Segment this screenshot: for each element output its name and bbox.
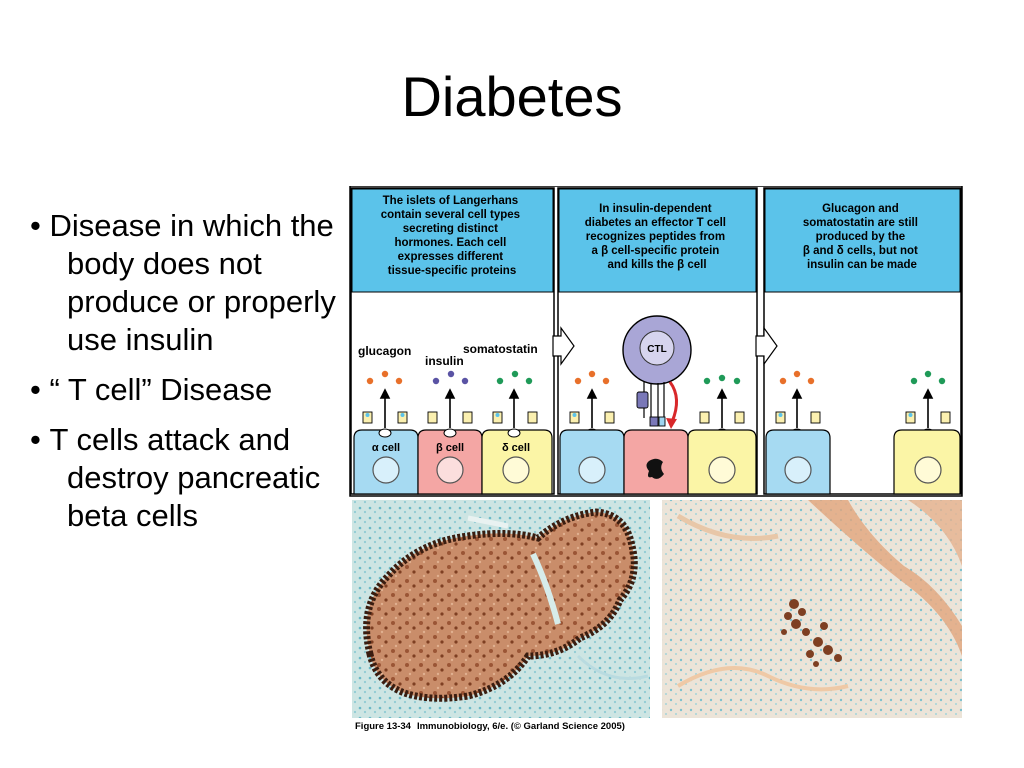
panel-2-header	[558, 188, 757, 293]
slide-title: Diabetes	[401, 65, 623, 128]
nucleus	[914, 456, 942, 484]
caption-number: Figure 13-34	[355, 721, 411, 732]
bullet-list: • Disease in which the body does not pro…	[30, 207, 348, 547]
ctl-nucleus	[639, 330, 675, 366]
beta-cell-label: β cell	[436, 442, 464, 454]
chevron-right-icon	[755, 326, 778, 366]
nucleus	[578, 456, 606, 484]
insulin-dots	[432, 370, 469, 385]
chevron-right-icon	[552, 326, 575, 366]
bullet-text: Disease in which the body does not produ…	[49, 208, 336, 357]
tissue-fiber	[676, 666, 849, 692]
nucleus	[784, 456, 812, 484]
somatostatin-dots	[496, 370, 533, 385]
fragmented-nucleus	[646, 458, 664, 479]
tissue-fiber	[676, 513, 779, 541]
somatostatin-dots	[910, 370, 946, 385]
orange-stain-band	[908, 500, 962, 566]
tcr-receptor	[636, 391, 649, 409]
secretion-arrows	[379, 388, 934, 428]
glucagon-label: glucagon	[358, 344, 411, 358]
somatostatin-dots	[703, 374, 741, 385]
figure-caption: Figure 13-34 Immunobiology, 6/e. (© Garla…	[355, 721, 625, 732]
tcr-stalks	[643, 382, 665, 418]
panel-2-text: In insulin-dependent diabetes an effecto…	[585, 203, 729, 271]
panel-1-text: The islets of Langerhans contain several…	[381, 195, 524, 277]
diabetes-figure: The islets of Langerhans contain several…	[348, 186, 964, 736]
bullet-item: • Disease in which the body does not pro…	[30, 208, 336, 357]
surface-receptors	[362, 411, 951, 424]
glucagon-dots	[366, 370, 403, 385]
mhc-peptide	[649, 416, 659, 427]
bullet-text: T cells attack and destroy pancreatic be…	[49, 422, 321, 533]
bullet-item: • T cells attack and destroy pancreatic …	[30, 422, 321, 533]
glucagon-dots	[574, 370, 610, 385]
mhc-peptide	[658, 416, 666, 427]
panel-3-text: Glucagon and somatostatin are still prod…	[803, 203, 921, 271]
micrograph-background	[662, 500, 962, 718]
islet-tissue	[363, 508, 638, 702]
somatostatin-label: somatostatin	[463, 342, 538, 356]
nucleus	[708, 456, 736, 484]
bullet-text: “ T cell” Disease	[49, 372, 273, 407]
kill-arrowhead	[666, 418, 677, 429]
ctl-label: CTL	[647, 344, 666, 355]
delta-cell-label: δ cell	[502, 442, 530, 454]
tissue-gap	[530, 552, 561, 625]
panel-1-header	[351, 188, 554, 293]
tissue-fiber	[576, 654, 649, 680]
panel-3-header	[764, 188, 961, 293]
figure-svg: The islets of Langerhans contain several…	[349, 186, 963, 718]
kill-arrow-icon	[668, 381, 678, 423]
alpha-cell-label: α cell	[372, 442, 400, 454]
tissue-fiber	[467, 515, 509, 529]
receptor-dots	[365, 413, 913, 417]
micrograph-healthy-islet	[352, 500, 650, 718]
nuclei	[372, 456, 530, 484]
caption-text: Immunobiology, 6/e. (© Garland Science 2…	[416, 721, 625, 732]
residual-stained-cells	[781, 599, 842, 667]
bullet-item: • “ T cell” Disease	[30, 372, 273, 407]
insulin-label: insulin	[425, 354, 464, 368]
micrograph-diabetic-islet	[662, 500, 962, 718]
glucagon-dots	[779, 370, 815, 385]
